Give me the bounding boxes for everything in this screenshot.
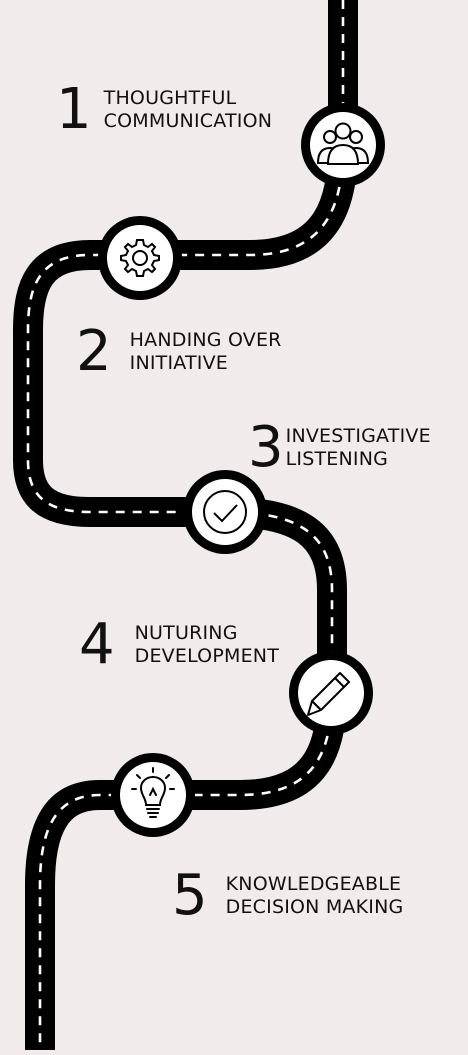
lightbulb-icon <box>131 767 175 818</box>
people-group-icon <box>316 122 370 165</box>
gear-icon <box>120 239 160 277</box>
pencil-icon <box>307 672 350 716</box>
step-label: INVESTIGATIVE LISTENING <box>286 425 431 471</box>
step-4: 4 NUTURING DEVELOPMENT <box>79 617 279 673</box>
check-circle-icon <box>203 490 247 534</box>
step-label: THOUGHTFUL COMMUNICATION <box>104 87 273 133</box>
node-1 <box>301 103 385 187</box>
step-1: 1 THOUGHTFUL COMMUNICATION <box>56 82 272 138</box>
step-number: 5 <box>172 863 208 928</box>
step-label-line2: INITIATIVE <box>129 352 229 374</box>
step-label-line1: INVESTIGATIVE <box>285 425 431 447</box>
step-label-line2: DECISION MAKING <box>225 896 404 918</box>
node-3 <box>183 470 267 554</box>
step-label-line2: COMMUNICATION <box>103 110 273 132</box>
step-label: NUTURING DEVELOPMENT <box>135 622 279 668</box>
step-label-line1: KNOWLEDGEABLE <box>225 873 402 895</box>
step-label-line2: DEVELOPMENT <box>134 645 280 667</box>
node-4 <box>289 651 373 735</box>
step-label-line1: HANDING OVER <box>129 329 282 351</box>
step-number: 1 <box>56 77 92 142</box>
step-number: 2 <box>76 319 112 384</box>
step-3: 3 INVESTIGATIVE LISTENING <box>248 420 431 476</box>
step-label-line1: NUTURING <box>134 622 238 644</box>
node-5 <box>111 753 195 837</box>
step-2: 2 HANDING OVER INITIATIVE <box>76 324 282 380</box>
step-label-line1: THOUGHTFUL <box>103 87 237 109</box>
node-2 <box>98 216 182 300</box>
step-number: 3 <box>248 415 284 480</box>
step-number: 4 <box>79 612 115 677</box>
step-5: 5 KNOWLEDGEABLE DECISION MAKING <box>172 868 403 924</box>
step-label-line2: LISTENING <box>285 448 389 470</box>
step-label: HANDING OVER INITIATIVE <box>130 329 282 375</box>
step-label: KNOWLEDGEABLE DECISION MAKING <box>226 873 404 919</box>
